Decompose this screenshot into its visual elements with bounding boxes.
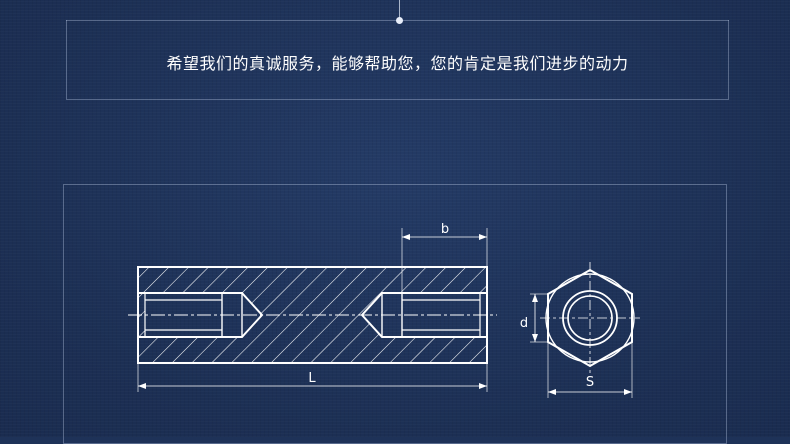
slogan-text: 希望我们的真诚服务，能够帮助您，您的肯定是我们进步的动力 (166, 54, 629, 73)
dimension-b-label: b (441, 222, 449, 237)
dimension-L-label: L (308, 371, 316, 386)
side-view: b L (128, 222, 497, 392)
thread-outer-circle (562, 290, 618, 346)
dimension-d-label: d (520, 316, 528, 331)
end-view: d S (520, 262, 640, 398)
dimension-S-label: S (586, 375, 594, 390)
top-connector-line (399, 0, 400, 20)
slogan-frame (66, 20, 729, 100)
top-connector-dot (396, 17, 403, 24)
